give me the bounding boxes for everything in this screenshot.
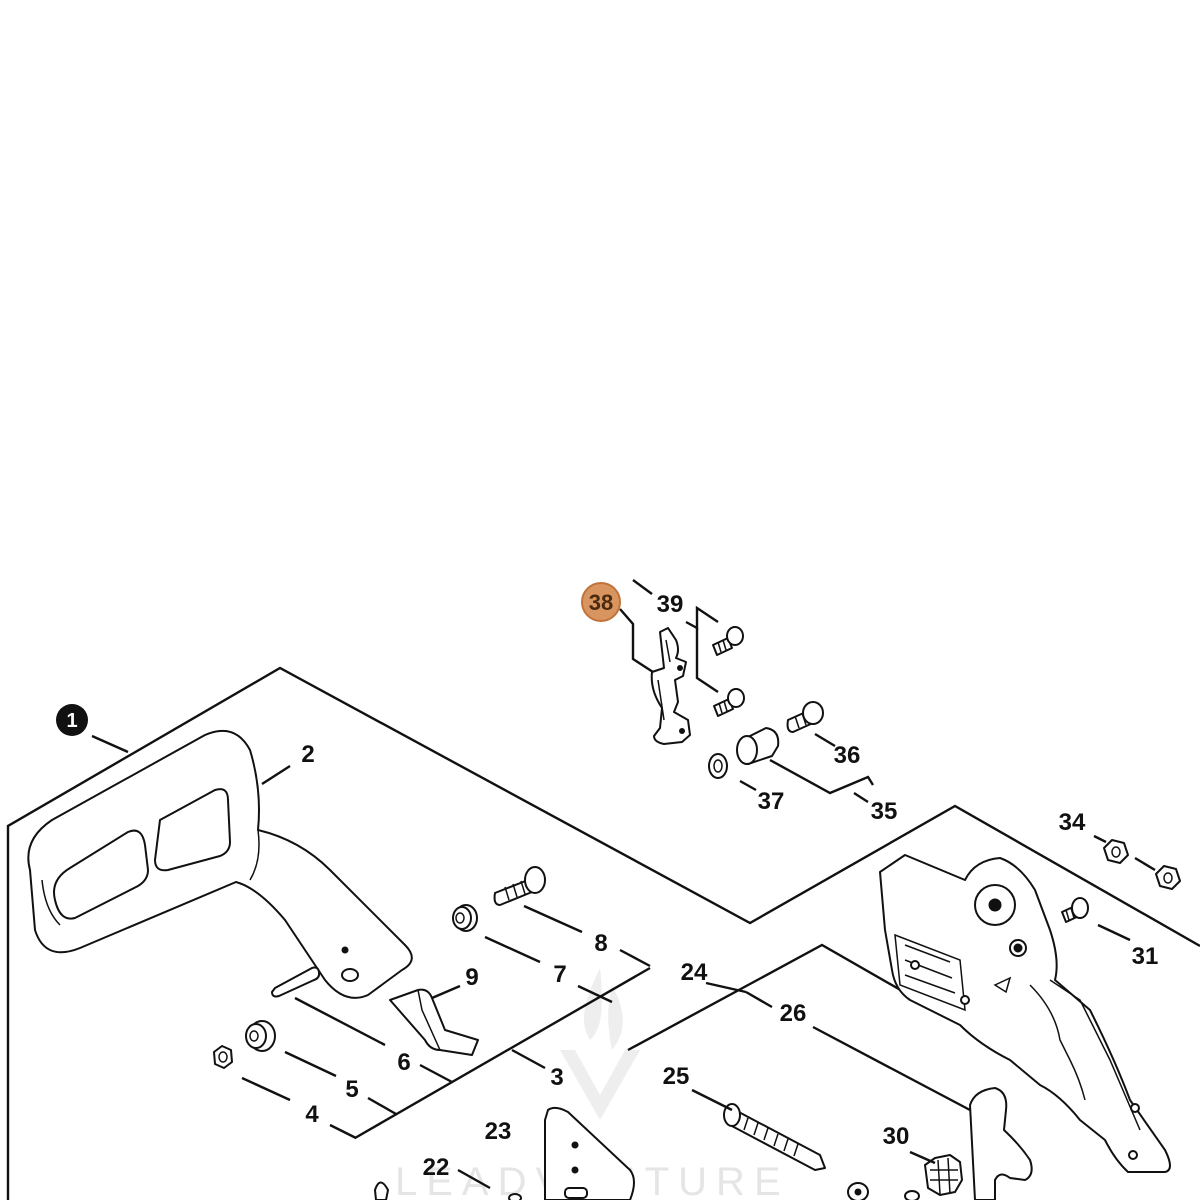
callout-38[interactable]: 38 xyxy=(581,582,621,622)
part-catcher-38[interactable] xyxy=(650,627,691,745)
callout-5[interactable]: 5 xyxy=(345,1076,358,1103)
part-nut-small[interactable] xyxy=(847,1182,920,1200)
callout-25[interactable]: 25 xyxy=(663,1063,690,1090)
part-bolt-25[interactable] xyxy=(723,1103,826,1171)
part-clip[interactable] xyxy=(389,988,479,1056)
callout-6[interactable]: 6 xyxy=(397,1049,410,1076)
svg-text:38: 38 xyxy=(589,590,613,615)
callout-8[interactable]: 8 xyxy=(594,930,607,957)
main-assembly-frame xyxy=(6,666,1200,1200)
callout-31[interactable]: 31 xyxy=(1132,943,1159,970)
part-nut-34b[interactable] xyxy=(1155,865,1181,890)
callout-30[interactable]: 30 xyxy=(883,1123,910,1150)
callout-24[interactable]: 24 xyxy=(681,959,708,986)
callout-9[interactable]: 9 xyxy=(465,964,478,991)
part-screw-39b[interactable] xyxy=(713,688,745,717)
part-screw-8[interactable] xyxy=(493,866,546,906)
callout-7[interactable]: 7 xyxy=(553,961,566,988)
callout-35[interactable]: 35 xyxy=(871,798,898,825)
callout-34[interactable]: 34 xyxy=(1059,809,1086,836)
callouts: 1 38 2 3 4 5 6 7 8 9 22 23 24 25 26 30 3… xyxy=(56,582,1159,1181)
callout-36[interactable]: 36 xyxy=(834,742,861,769)
callout-4[interactable]: 4 xyxy=(305,1101,319,1128)
part-plate-23[interactable] xyxy=(544,1106,635,1200)
callout-1[interactable]: 1 xyxy=(56,704,88,736)
part-nut-34a[interactable] xyxy=(1103,839,1129,864)
callout-37[interactable]: 37 xyxy=(758,788,785,815)
part-pin[interactable] xyxy=(271,966,321,998)
part-screw-31[interactable] xyxy=(1061,897,1089,923)
svg-text:1: 1 xyxy=(66,710,77,732)
part-sleeve-35[interactable] xyxy=(736,727,780,765)
callout-3[interactable]: 3 xyxy=(550,1064,563,1091)
part-chain-cover[interactable] xyxy=(879,854,1171,1173)
leader-lines xyxy=(91,579,1156,1190)
part-sleeve-7[interactable] xyxy=(452,904,478,932)
part-bushing-5[interactable] xyxy=(245,1020,276,1052)
part-screw-36[interactable] xyxy=(786,701,824,733)
part-screw-39a[interactable] xyxy=(712,626,744,656)
part-nut-4[interactable] xyxy=(213,1045,233,1069)
part-washer-37[interactable] xyxy=(708,753,728,779)
part-22[interactable] xyxy=(374,1181,522,1200)
part-tensioner[interactable] xyxy=(969,1087,1033,1200)
callout-39[interactable]: 39 xyxy=(657,591,684,618)
callout-2[interactable]: 2 xyxy=(301,741,314,768)
part-sprocket-30[interactable] xyxy=(924,1154,963,1196)
part-handlebar[interactable] xyxy=(27,730,413,999)
callout-22[interactable]: 22 xyxy=(423,1154,450,1181)
watermark-logo-icon xyxy=(560,968,640,1120)
callout-26[interactable]: 26 xyxy=(780,1000,807,1027)
callout-23[interactable]: 23 xyxy=(485,1118,512,1145)
